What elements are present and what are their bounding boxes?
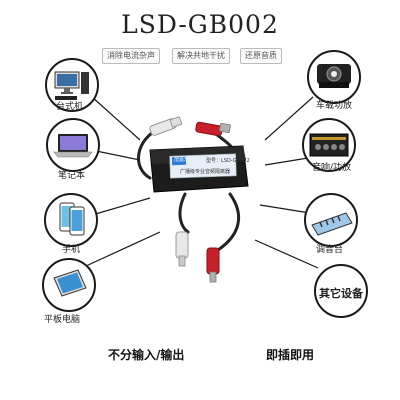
tablet-icon (53, 269, 87, 297)
audio-amp-label: 音响/功放 (312, 163, 352, 173)
tagline-2: 解决共地干扰 (172, 48, 230, 64)
phone-icon (59, 202, 85, 236)
feature-bidirectional: 不分输入/输出 (108, 348, 185, 362)
connector-lines (85, 96, 319, 269)
line-tablet (85, 231, 161, 267)
box-brand: 茂嘉乐 (174, 157, 190, 163)
line-mixer (259, 204, 311, 214)
audio-amp-circle (302, 118, 356, 172)
phone-circle (44, 193, 98, 247)
line-car-amp (264, 96, 314, 141)
rca-plug-white-bottom (175, 231, 189, 267)
isolator-box (149, 145, 249, 193)
line-desktop (91, 96, 141, 141)
laptop-label: 笔记本 (58, 171, 86, 181)
mixer-icon (311, 212, 353, 236)
other-circle: 其它设备 (314, 264, 368, 318)
phone-label: 手机 (62, 245, 81, 255)
tagline-3: 还原音质 (240, 48, 282, 64)
tagline-1: 消除电流杂声 (102, 48, 160, 64)
mixer-label: 调音台 (316, 245, 344, 255)
car-amp-label: 车载功放 (316, 101, 353, 111)
desktop-label: 台式机 (56, 102, 84, 112)
line-phone (91, 197, 151, 216)
mixer-circle (304, 193, 358, 247)
tablet-circle (42, 258, 96, 312)
box-model: 型号：LSD-GB002 (206, 158, 250, 164)
laptop-circle (46, 118, 100, 172)
feature-plug-and-play: 即插即用 (266, 348, 315, 362)
car-amp-icon (317, 64, 351, 88)
car-amp-circle (307, 50, 361, 104)
line-other (254, 239, 319, 269)
line-laptop (95, 150, 141, 161)
laptop-icon (53, 134, 93, 158)
rca-plug-red-bottom (206, 247, 220, 283)
other-label: 其它设备 (319, 287, 363, 300)
desktop-circle (45, 58, 99, 112)
desktop-icon (54, 71, 89, 100)
tablet-label: 平板电脑 (44, 315, 81, 325)
rca-plug-white-top (149, 116, 183, 136)
product-title: LSD-GB002 (121, 10, 279, 39)
box-desc: 广播级专业音频隔离器 (180, 169, 231, 175)
rca-plug-red-top (195, 121, 231, 137)
line-audio-amp (264, 157, 309, 166)
audio-amp-icon (309, 133, 349, 157)
